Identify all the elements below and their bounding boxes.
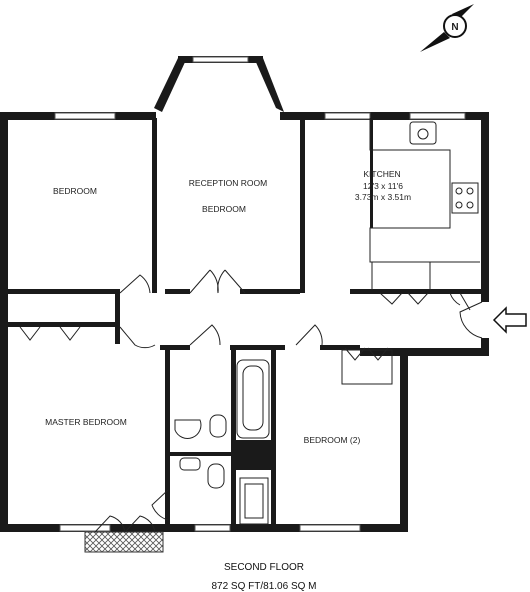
doors [19,269,483,521]
kitchen-fittings [369,118,480,290]
windows [54,56,466,532]
room-label-kitchen: KITCHEN [363,169,400,179]
floor-area: 872 SQ FT/81.06 SQ M [211,581,316,592]
interior-walls [5,118,485,530]
bathroom-fittings [174,359,270,525]
room-label-bedroom-2: BEDROOM (2) [304,435,361,445]
wardrobe [341,349,393,385]
compass-letter: N [451,22,458,33]
room-label-reception: RECEPTION ROOM [189,178,267,188]
balcony-doors [94,515,156,533]
compass-icon: N [420,4,474,52]
kitchen-dimensions-imperial: 12'3 x 11'6 [363,181,403,191]
room-label-master-bedroom: MASTER BEDROOM [45,417,127,427]
entrance-arrow-icon [492,306,527,334]
room-label-reception-bedroom: BEDROOM [202,204,246,214]
kitchen-dimensions-metric: 3.73m x 3.51m [355,192,411,202]
balcony [84,531,164,553]
floor-name: SECOND FLOOR [224,562,304,573]
room-label-bedroom: BEDROOM [53,186,97,196]
